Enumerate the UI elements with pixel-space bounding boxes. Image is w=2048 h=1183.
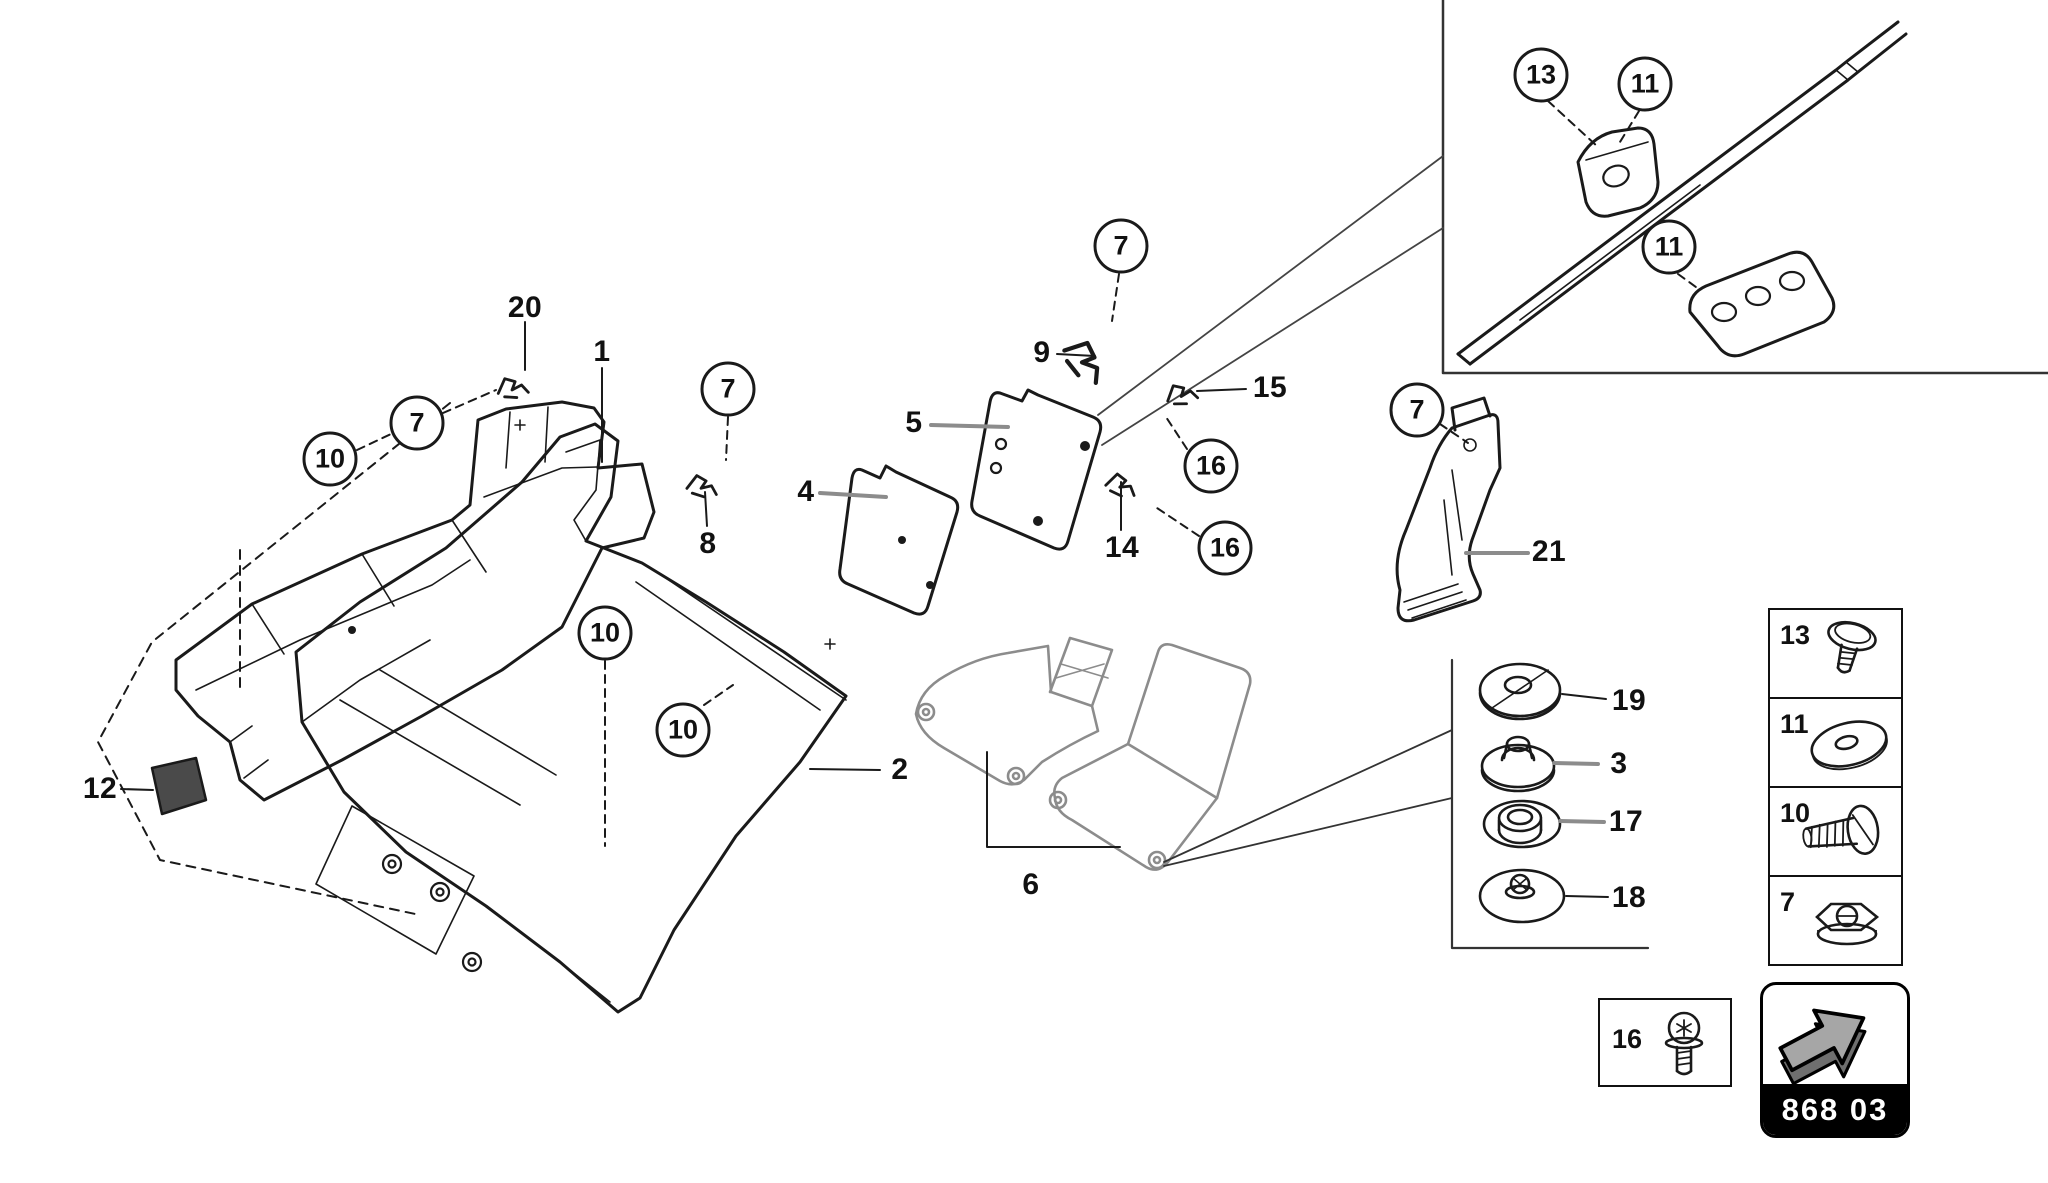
- fastener-stack-drawing: [1163, 658, 1650, 950]
- part-label-19: 19: [1611, 684, 1647, 717]
- torx-pan-screw-icon: [1646, 1002, 1726, 1089]
- callout-circle-10-lower: 10: [655, 702, 711, 758]
- sill-detail-inset-frame: [1441, 0, 2048, 375]
- part-label-12: 12: [82, 772, 118, 805]
- legend-num-7: 7: [1780, 887, 1796, 917]
- clip-15-icon: [1163, 380, 1200, 409]
- part-label-5: 5: [905, 406, 923, 439]
- callout-circle-7-left: 7: [389, 395, 445, 451]
- insulation-panel-5-drawing: [970, 388, 1103, 551]
- detail-projection-lines: [1097, 155, 1444, 446]
- gray-pointer-lines: [818, 423, 1606, 824]
- bracket-21-drawing: [1395, 396, 1502, 623]
- pad-12-drawing: [150, 756, 208, 816]
- callout-circle-10-mid: 10: [577, 605, 633, 661]
- dashed-leader-lines: [356, 100, 1701, 847]
- leader-lines: [120, 321, 1609, 898]
- ghost-outline: [97, 402, 451, 916]
- callout-circle-13-inset: 13: [1513, 47, 1569, 103]
- part-label-20: 20: [507, 291, 543, 324]
- console-insulation-drawing: [174, 400, 656, 802]
- callout-circle-16-lower: 16: [1197, 520, 1253, 576]
- sill-bracket-plate-drawing: [1576, 126, 1660, 218]
- screw-16-box: 16: [1598, 998, 1732, 1087]
- clip-9-icon: [1058, 335, 1112, 387]
- clip-20-icon: [495, 375, 531, 401]
- floor-mats-drawing: [914, 636, 1252, 871]
- callout-circle-7-console: 7: [700, 361, 756, 417]
- washer-head-screw-icon: [1789, 612, 1899, 700]
- part-label-14: 14: [1104, 531, 1140, 564]
- screw-16-number: 16: [1612, 1024, 1643, 1054]
- callout-circle-11-inset-lower: 11: [1641, 219, 1697, 275]
- legend-row-7: 7: [1770, 877, 1901, 964]
- part-label-17: 17: [1608, 805, 1644, 838]
- flange-nut-icon: [1789, 879, 1899, 967]
- legend-num-11: 11: [1780, 709, 1809, 739]
- flanged-bolt-icon: [1789, 790, 1899, 878]
- legend-row-11: 11: [1770, 699, 1901, 788]
- plug-18-icon: [1478, 868, 1566, 924]
- part-label-8: 8: [699, 527, 717, 560]
- legend-num-10: 10: [1780, 798, 1811, 828]
- part-label-2: 2: [891, 753, 909, 786]
- part-label-3: 3: [1610, 747, 1628, 780]
- part-label-4: 4: [797, 475, 815, 508]
- insulation-panel-4-drawing: [838, 464, 960, 616]
- callout-circle-16-upper: 16: [1183, 438, 1239, 494]
- flat-washer-icon: [1789, 701, 1899, 789]
- part-label-1: 1: [593, 335, 611, 368]
- table-code-badge: 868 03: [1760, 982, 1910, 1138]
- sill-end-bracket-drawing: [1688, 250, 1836, 358]
- callout-circle-7-center: 7: [1093, 218, 1149, 274]
- clip-8-icon: [684, 473, 720, 500]
- legend-row-10: 10: [1770, 788, 1901, 877]
- callout-circle-7-bracket: 7: [1389, 382, 1445, 438]
- floor-carpet-drawing: [294, 422, 848, 1014]
- legend-row-13: 13: [1770, 610, 1901, 699]
- washer-19-icon: [1478, 662, 1562, 721]
- part-label-15: 15: [1252, 371, 1288, 404]
- callout-circle-11-inset-upper: 11: [1617, 56, 1673, 112]
- forward-arrow-icon: [1778, 1008, 1867, 1086]
- part-label-6: 6: [1022, 868, 1040, 901]
- sill-rail-drawing: [1456, 20, 1908, 366]
- callout-circle-10-left: 10: [302, 431, 358, 487]
- fastener-legend-table: 13 11: [1768, 608, 1903, 966]
- part-label-9: 9: [1033, 336, 1051, 369]
- legend-num-13: 13: [1780, 620, 1811, 650]
- part-label-21: 21: [1531, 535, 1567, 568]
- ring-17-icon: [1482, 799, 1562, 849]
- grommet-3-icon: [1480, 735, 1556, 793]
- table-code-text: 868 03: [1763, 1084, 1907, 1135]
- part-label-18: 18: [1611, 881, 1647, 914]
